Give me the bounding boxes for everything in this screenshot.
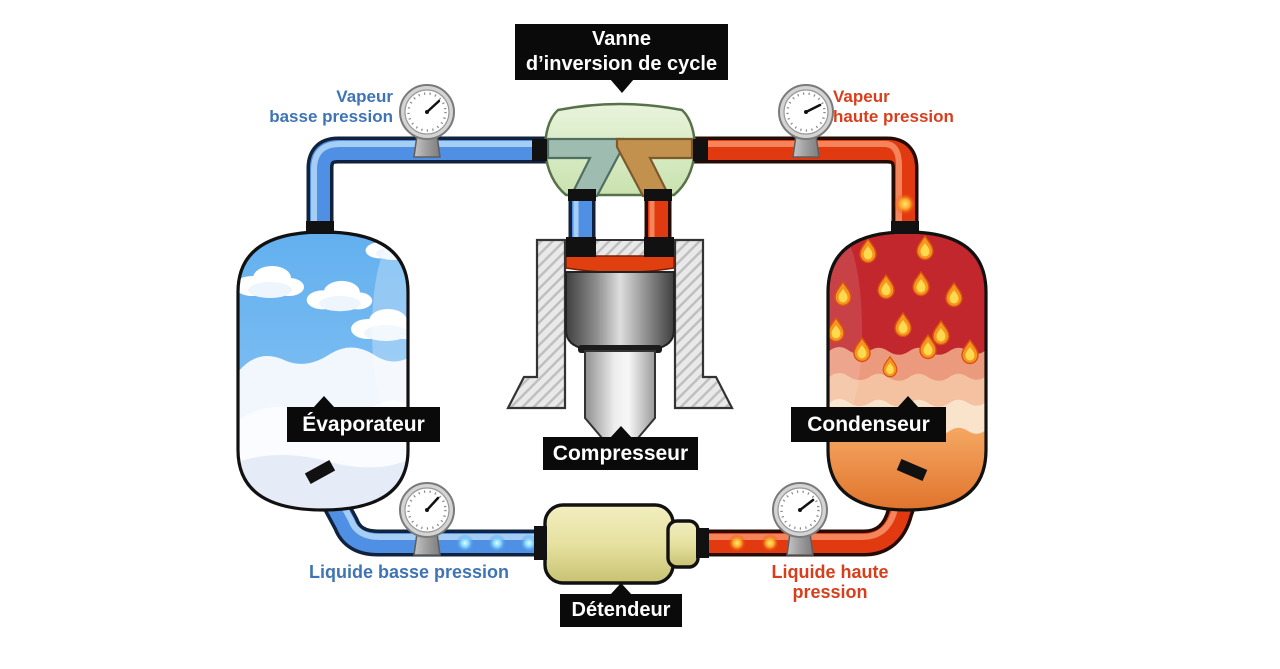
piston-rod [584,350,656,439]
reversing-valve-label-line2: d’inversion de cycle [525,53,718,75]
liquid-low-pressure-gauge [398,481,456,557]
flow-glow-dot [456,534,474,552]
label-pointer [313,396,335,408]
vapor-high-pressure-gauge [777,83,835,159]
pipe-collar [644,189,672,201]
pipe-collar [568,189,596,201]
label-pointer [897,396,919,408]
gauge-needle [425,99,441,114]
flow-glow-dot [894,193,916,215]
label-pointer [610,583,632,595]
pipe-collar [304,459,336,485]
pipe-collar [644,237,674,257]
flow-glow-dot [761,534,779,552]
vapor-high-line2: haute pression [833,107,954,126]
vapor-high-pressure-label: Vapeur haute pression [833,87,1013,127]
vapor-low-pressure-label: Vapeur basse pression [235,87,393,127]
compressed-gas-layer [565,255,675,274]
expansion-device [534,503,709,585]
liquid-low-pressure-label: Liquide basse pression [308,562,510,582]
liquid-high-pressure-label: Liquide haute pression [771,562,889,602]
label-pointer [609,426,632,438]
compressor-wall-left [506,238,567,410]
condenser-label-text: Condenseur [807,412,930,436]
pipe-collar [532,139,547,161]
evaporator-label: Évaporateur [287,396,440,442]
evaporator-tank [236,221,410,512]
compressor-wall-right [673,238,734,410]
gauge-needle [425,496,440,512]
expansion-device-label-text: Détendeur [571,599,671,621]
pipe-liquid-high-pressure [690,461,929,557]
flow-glow-dot [520,534,538,552]
expansion-neck [666,519,700,569]
pipe-collar [896,459,928,481]
evaporator-label-text: Évaporateur [302,412,425,436]
reversing-valve-label-line1: Vanne [592,28,651,50]
vapor-low-line1: Vapeur [336,87,393,106]
flow-glow-dot [728,534,746,552]
pipe-collar [534,526,547,560]
liquid-high-pressure-gauge [771,481,829,557]
vapor-low-line2: basse pression [269,107,393,126]
pipe-collar [696,528,709,558]
pipe-vapor-low-pressure [306,136,552,235]
piston [565,271,675,350]
condenser-label: Condenseur [791,396,946,442]
gauge-needle [798,498,815,512]
pipe-vapor-high-pressure [688,136,919,239]
flow-glow-dot [488,534,506,552]
pipe-collar [693,139,708,161]
compressor [506,237,734,439]
pipe-collar [566,237,596,257]
gauge-needle [804,103,822,114]
expansion-device-label: Détendeur [560,583,682,627]
vapor-high-line1: Vapeur [833,87,890,106]
condenser-tank [826,221,988,512]
tank-gloss [372,235,408,425]
label-pointer [609,79,634,93]
pipe-collar [306,221,334,234]
expansion-body [543,503,675,585]
compressor-label-text: Compresseur [552,441,689,465]
compressor-label: Compresseur [543,426,698,470]
pipe-liquid-low-pressure [304,461,550,557]
pipe-collar [891,221,919,234]
reversing-valve-label: Vanne d’inversion de cycle [515,24,728,93]
frost-layer [238,455,408,510]
vapor-low-pressure-gauge [398,83,456,159]
reversing-valve [532,102,708,201]
